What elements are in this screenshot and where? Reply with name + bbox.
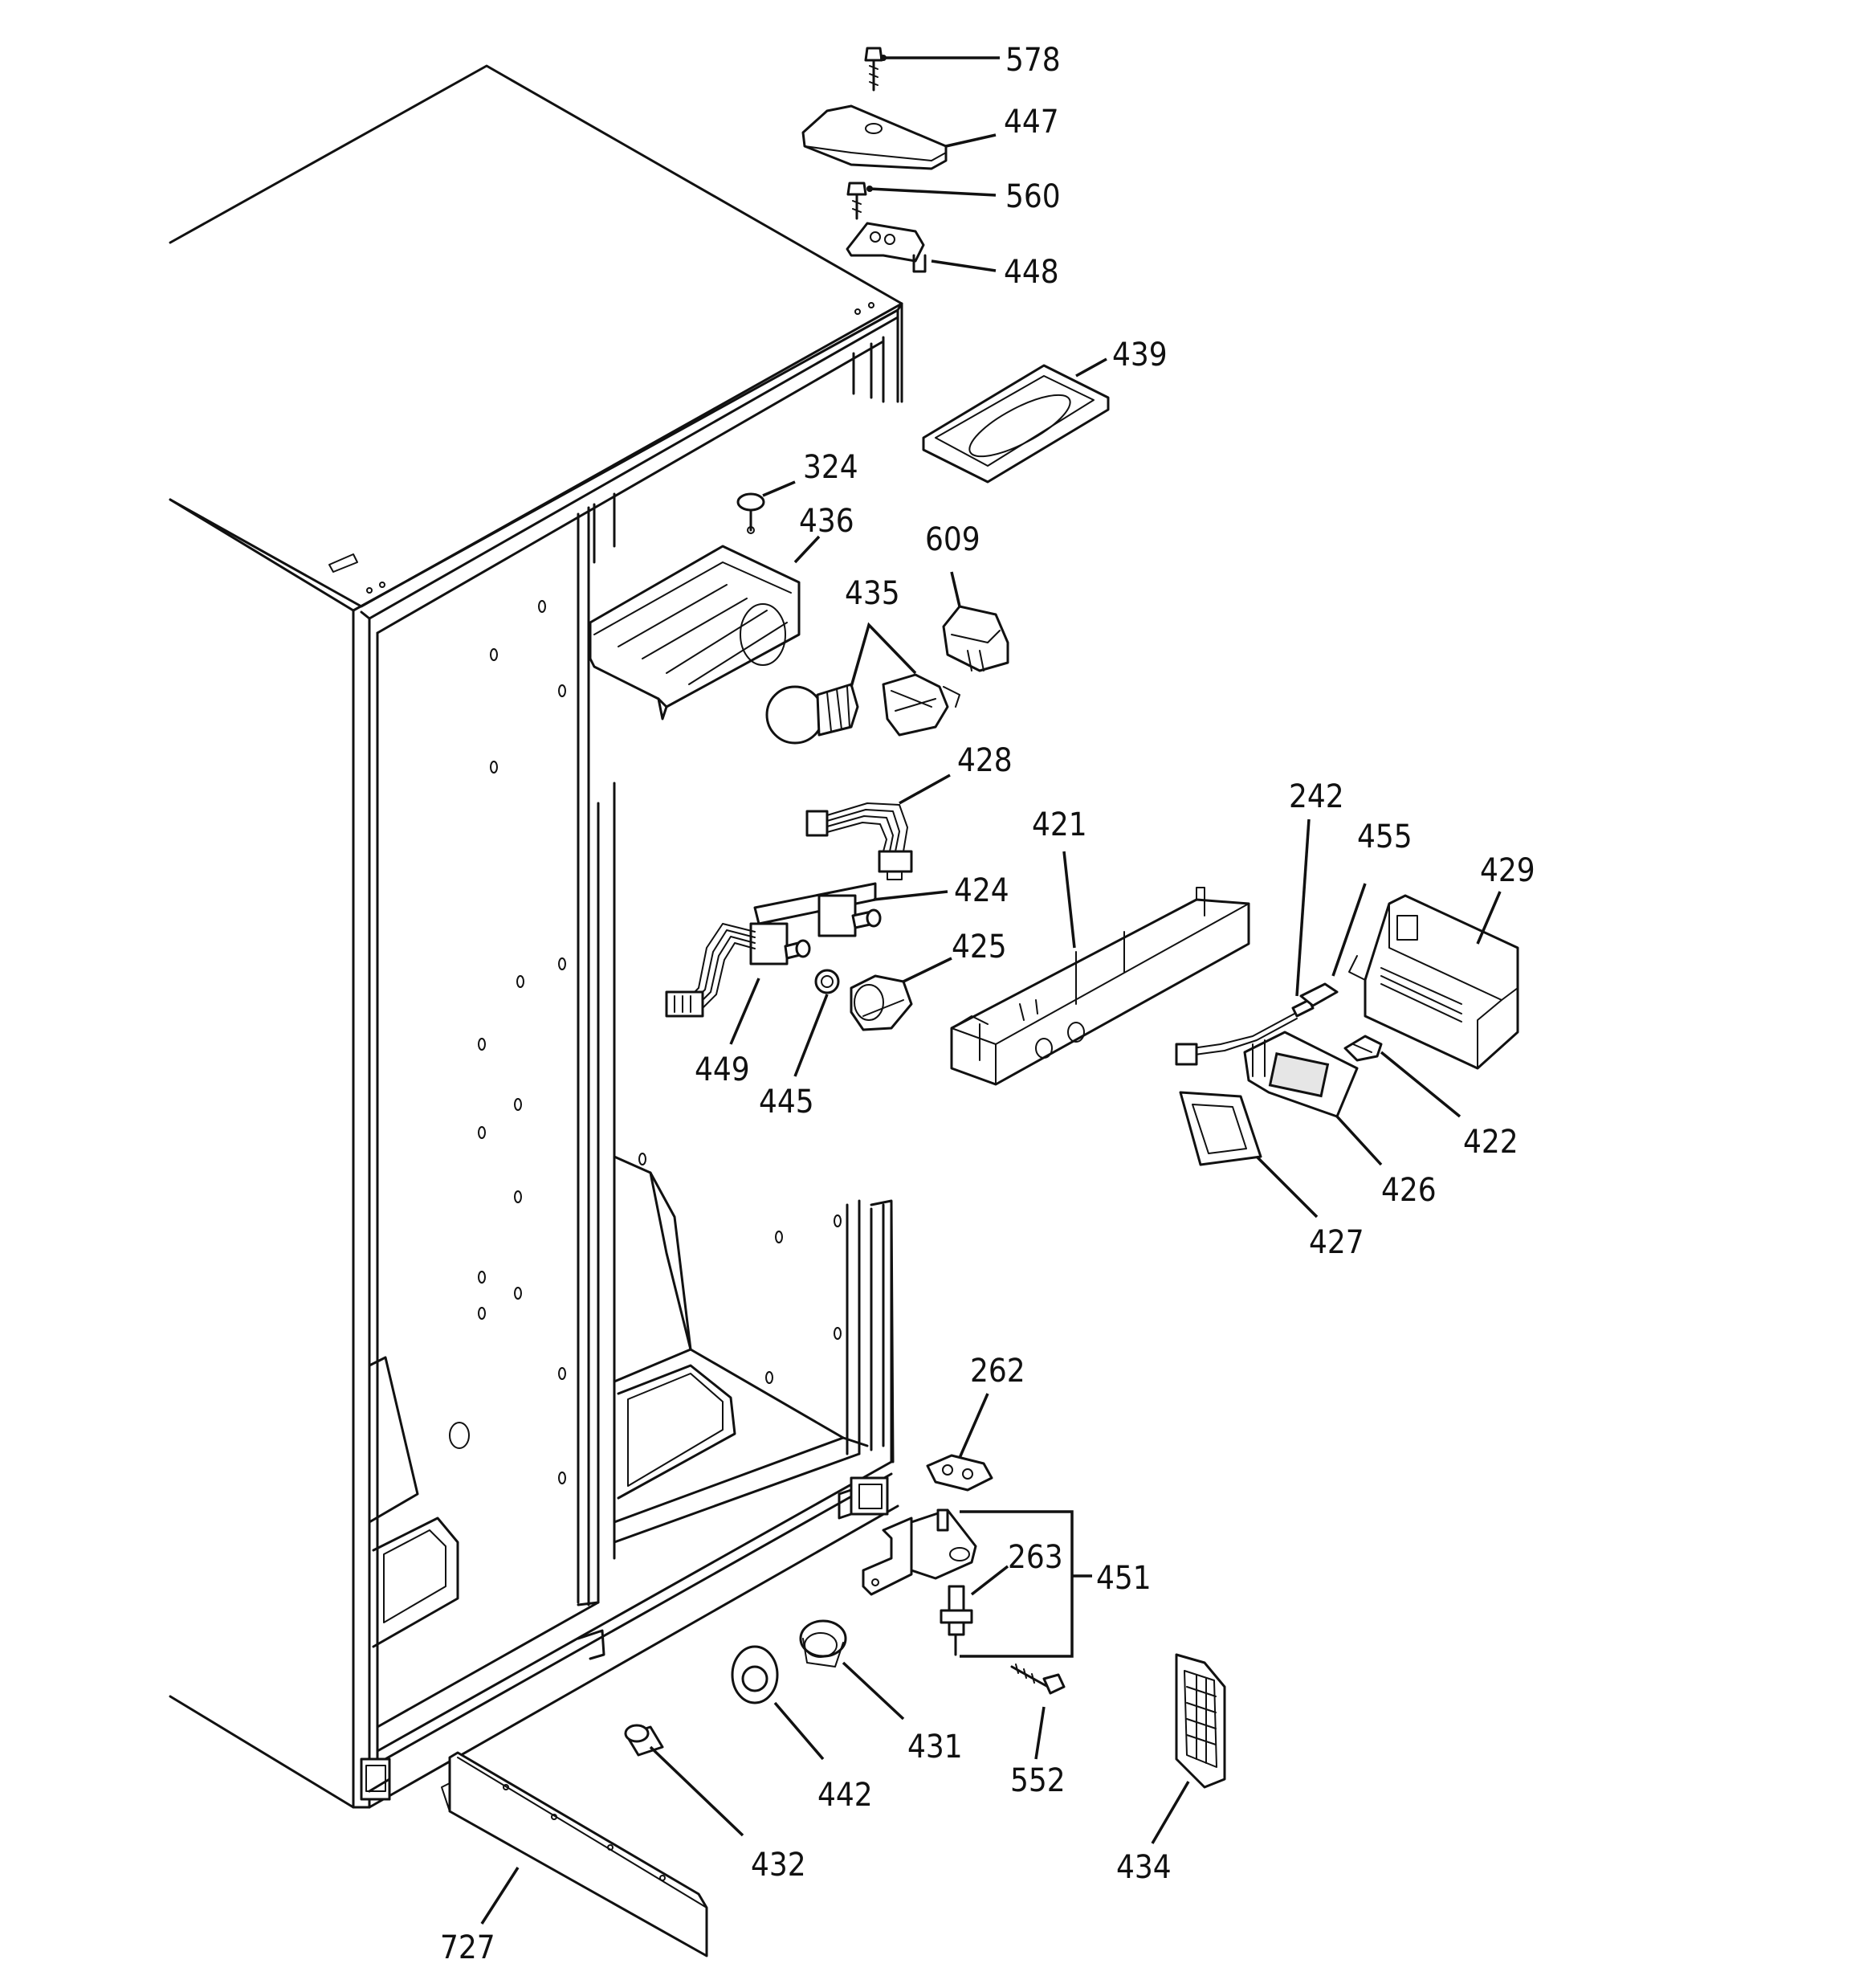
bushing-445-part (814, 969, 840, 994)
bushing-431-part (799, 1619, 847, 1668)
label-449: 449 (695, 1051, 750, 1088)
label-425: 425 (952, 929, 1007, 965)
label-727: 727 (440, 1929, 495, 1966)
label-447: 447 (1004, 104, 1059, 141)
pin-263-part (940, 1585, 973, 1656)
harness-428-part (805, 802, 913, 880)
kickplate-727-part (441, 1751, 708, 1957)
hinge-cover-447-part (801, 104, 948, 170)
screw-552-part (1010, 1663, 1066, 1695)
sensor-242-part (1175, 998, 1315, 1066)
label-445: 445 (759, 1084, 814, 1121)
label-434: 434 (1116, 1849, 1172, 1886)
label-435: 435 (845, 575, 900, 612)
label-578: 578 (1005, 42, 1061, 79)
label-421: 421 (1032, 806, 1087, 843)
bushing-432-part (624, 1724, 664, 1757)
washer-442-part (731, 1645, 779, 1704)
label-552: 552 (1010, 1762, 1066, 1799)
screw-560-part (846, 182, 867, 220)
label-429: 429 (1480, 852, 1535, 889)
label-436: 436 (799, 503, 854, 540)
housing-421-part (950, 887, 1250, 1086)
label-609: 609 (925, 521, 980, 558)
label-426: 426 (1381, 1172, 1437, 1209)
bulb-435-part (765, 683, 859, 745)
label-263: 263 (1008, 1539, 1063, 1576)
knob-425-part (850, 974, 913, 1031)
bottom-hinge-451-part (862, 1508, 977, 1596)
label-431: 431 (907, 1729, 963, 1766)
leader-lines (480, 55, 1502, 1925)
label-324: 324 (803, 449, 858, 486)
label-448: 448 (1004, 254, 1059, 291)
label-424: 424 (954, 872, 1009, 909)
cover-439-part (922, 364, 1110, 484)
pin-324-part (736, 492, 765, 534)
label-432: 432 (751, 1847, 806, 1884)
label-262: 262 (970, 1353, 1025, 1390)
label-427: 427 (1309, 1224, 1364, 1261)
label-428: 428 (957, 742, 1013, 779)
clip-422-part (1343, 1035, 1383, 1062)
grille-434-part (1175, 1653, 1226, 1789)
part-number-labels: 578 447 560 448 439 324 436 609 435 428 … (440, 42, 1535, 1966)
socket-609-part (942, 605, 1009, 672)
display-426-part (1243, 1031, 1359, 1118)
light-shield-436-part (589, 545, 801, 720)
screw-578-part (864, 47, 883, 92)
label-455: 455 (1357, 818, 1413, 855)
label-451: 451 (1096, 1560, 1152, 1597)
top-hinge-448-part (846, 222, 927, 273)
label-560: 560 (1005, 178, 1061, 215)
control-424-part (665, 882, 882, 1018)
refrigerator-cabinet (169, 64, 903, 1809)
cam-262-part (926, 1454, 993, 1492)
bulb-socket-435-part (882, 673, 960, 737)
clip-455-part (1299, 982, 1339, 1007)
label-442: 442 (817, 1777, 873, 1814)
label-439: 439 (1112, 337, 1168, 374)
label-242: 242 (1289, 778, 1344, 815)
bezel-427-part (1179, 1091, 1262, 1166)
bracket-451-marker (960, 1510, 1092, 1658)
label-422: 422 (1463, 1124, 1519, 1161)
